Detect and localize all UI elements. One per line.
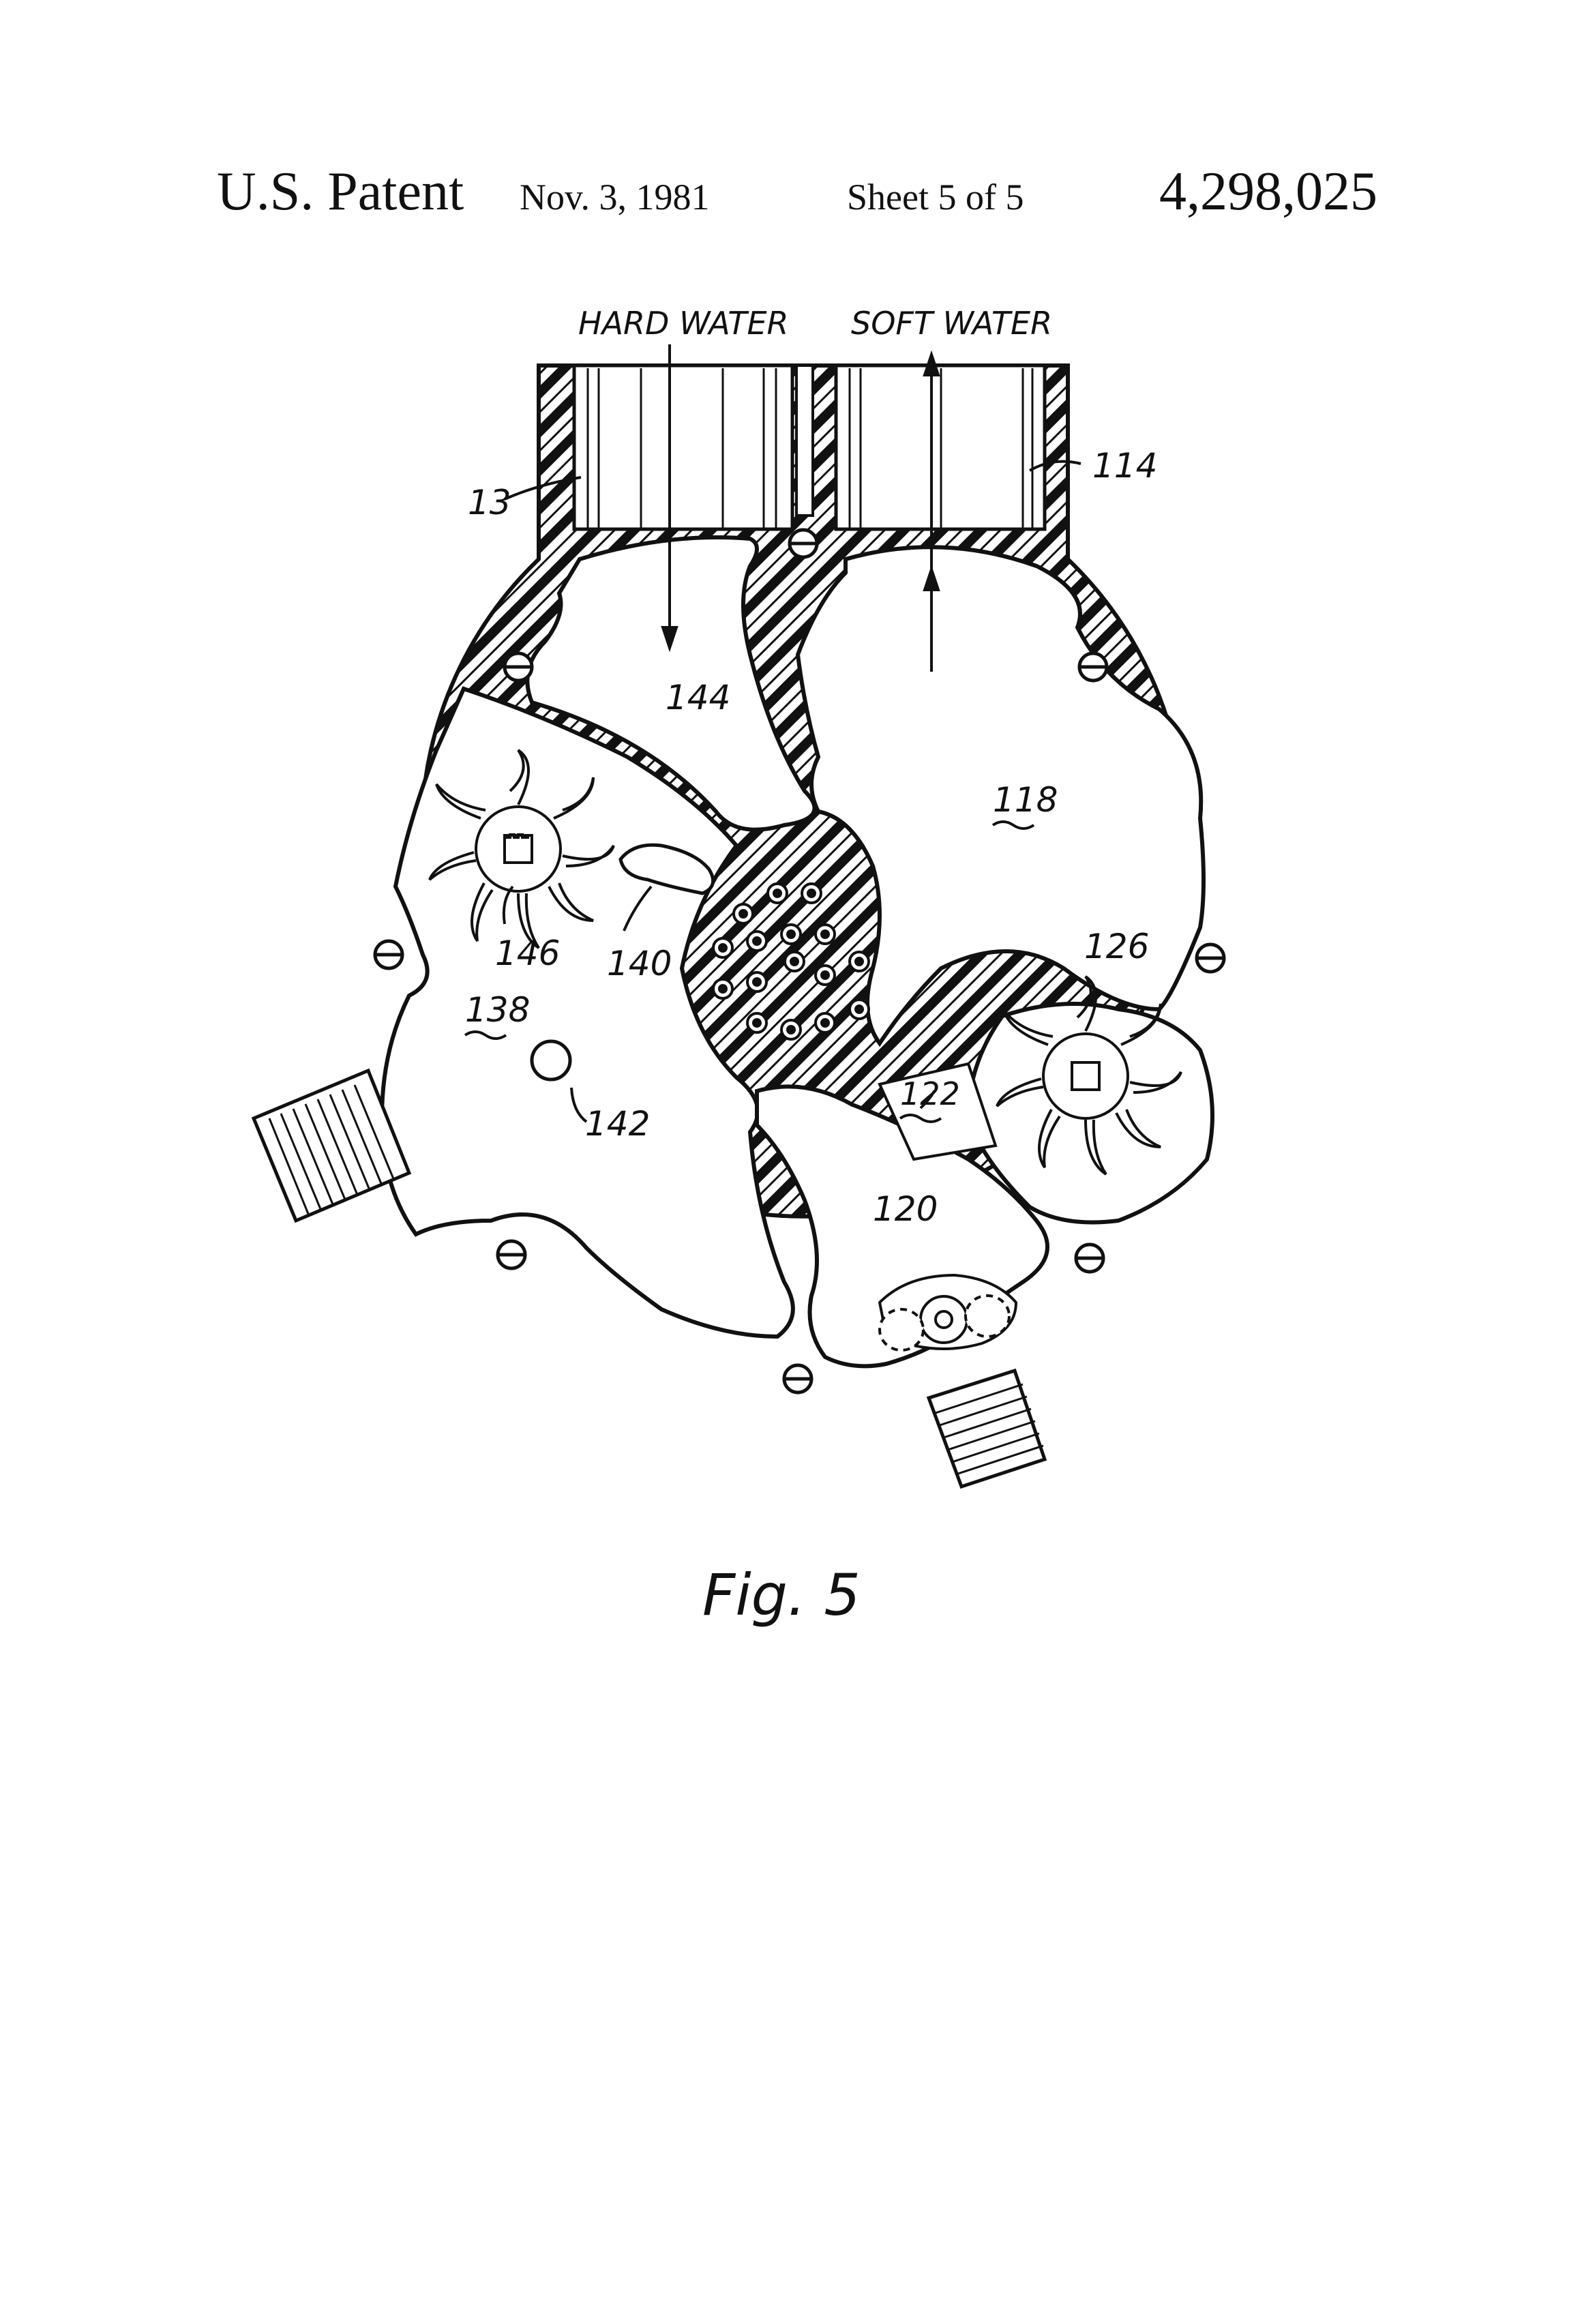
ports bbox=[712, 882, 870, 1041]
ref-144: 144 bbox=[666, 678, 730, 717]
figure-caption: Fig. 5 bbox=[702, 1562, 861, 1628]
label-hard-water: HARD WATER bbox=[578, 305, 789, 342]
ref-138: 138 bbox=[465, 990, 530, 1030]
patent-label: U.S. Patent bbox=[217, 162, 464, 222]
valve-122 bbox=[878, 1062, 998, 1161]
impeller-126 bbox=[996, 975, 1182, 1176]
lower-fitting bbox=[926, 1368, 1047, 1489]
ref-118: 118 bbox=[993, 780, 1058, 820]
ref-13: 13 bbox=[468, 483, 511, 522]
ref-122: 122 bbox=[900, 1075, 960, 1112]
label-soft-water: SOFT WATER bbox=[851, 305, 1052, 342]
inlet-pipe-bore bbox=[572, 363, 794, 531]
left-fitting bbox=[251, 1068, 412, 1223]
impeller-146 bbox=[428, 749, 615, 949]
ref-140: 140 bbox=[607, 944, 672, 983]
orifice-142 bbox=[530, 1039, 572, 1082]
patent-date: Nov. 3, 1981 bbox=[520, 177, 710, 218]
sheet-number: Sheet 5 of 5 bbox=[847, 177, 1024, 218]
chamber-144 bbox=[525, 535, 817, 832]
ref-146: 146 bbox=[495, 934, 560, 973]
valve-housing bbox=[379, 363, 1214, 1369]
bolt-holes bbox=[373, 528, 1226, 1395]
page-header: U.S. Patent Nov. 3, 1981 Sheet 5 of 5 4,… bbox=[0, 0, 1582, 273]
ref-126: 126 bbox=[1084, 927, 1149, 966]
slot-140 bbox=[618, 843, 715, 895]
ref-120: 120 bbox=[873, 1189, 938, 1229]
numeral-underlines bbox=[464, 820, 1035, 1123]
leader-lines bbox=[502, 460, 1081, 1123]
cam-assembly bbox=[878, 1273, 1018, 1352]
patent-number: 4,298,025 bbox=[1159, 162, 1377, 222]
flow-arrows bbox=[661, 344, 940, 672]
ref-142: 142 bbox=[585, 1104, 650, 1144]
ref-114: 114 bbox=[1092, 446, 1157, 486]
